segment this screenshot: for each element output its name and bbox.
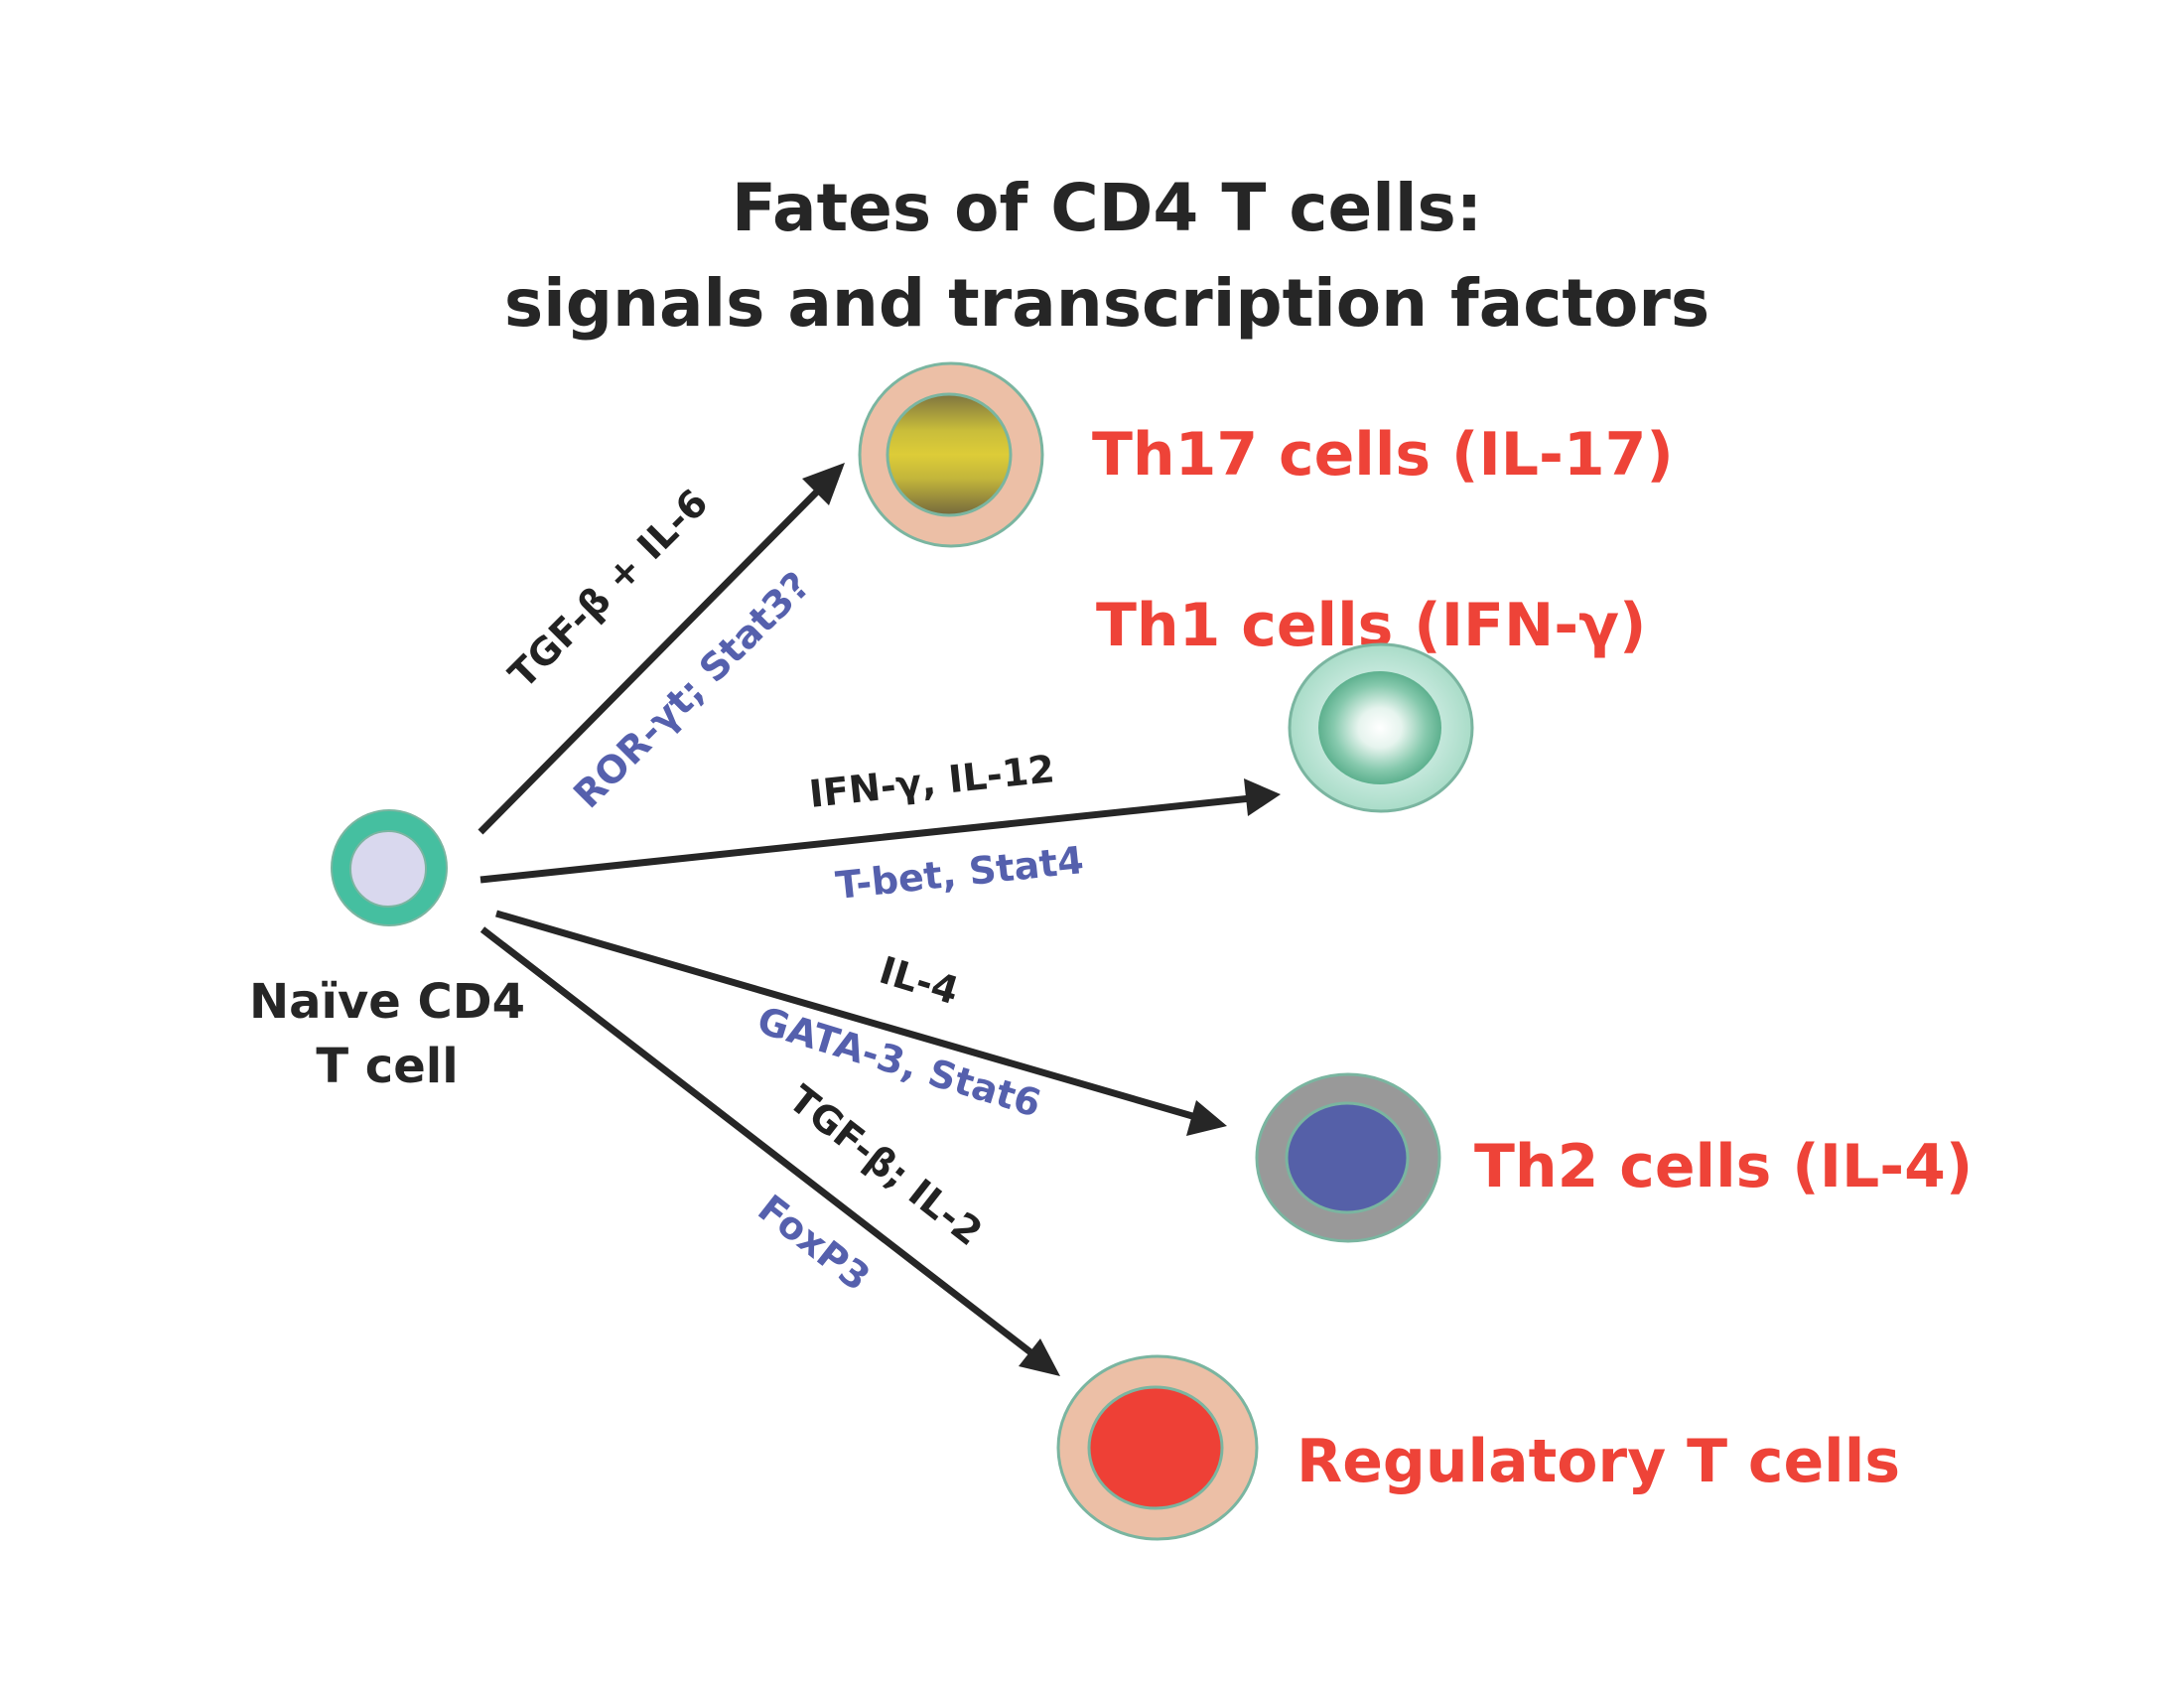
th17-cell [858,361,1044,548]
th1-transcription-factors-label: T-bet, Stat4 [834,838,1086,908]
th17-cell-label: Th17 cells (IL-17) [1092,420,1674,490]
arrow-to-th2 [495,910,1227,1136]
th17-signals-label: TGF-β + IL-6 [500,481,717,697]
title-line-1: Fates of CD4 T cells: [732,170,1482,246]
th2-cell [1255,1072,1441,1243]
th1-cell [1288,642,1474,813]
treg-transcription-factors-label: FoxP3 [751,1187,879,1300]
naive-cd4-t-cell [331,809,448,926]
th1-signals-label: IFN-γ, IL-12 [807,747,1056,816]
th2-signals-label: IL-4 [875,948,964,1014]
naive-cell-label-line-2: T cell [316,1039,458,1094]
treg-cell-label: Regulatory T cells [1297,1427,1900,1496]
naive-cell-label-line-1: Naïve CD4 [249,974,525,1030]
arrow-to-treg [479,926,1060,1376]
treg-cell [1056,1354,1259,1541]
th2-cell-label: Th2 cells (IL-4) [1474,1132,1973,1201]
title-line-2: signals and transcription factors [504,265,1709,342]
arrow-to-th17 [478,463,845,835]
arrow-to-th1 [479,778,1281,884]
